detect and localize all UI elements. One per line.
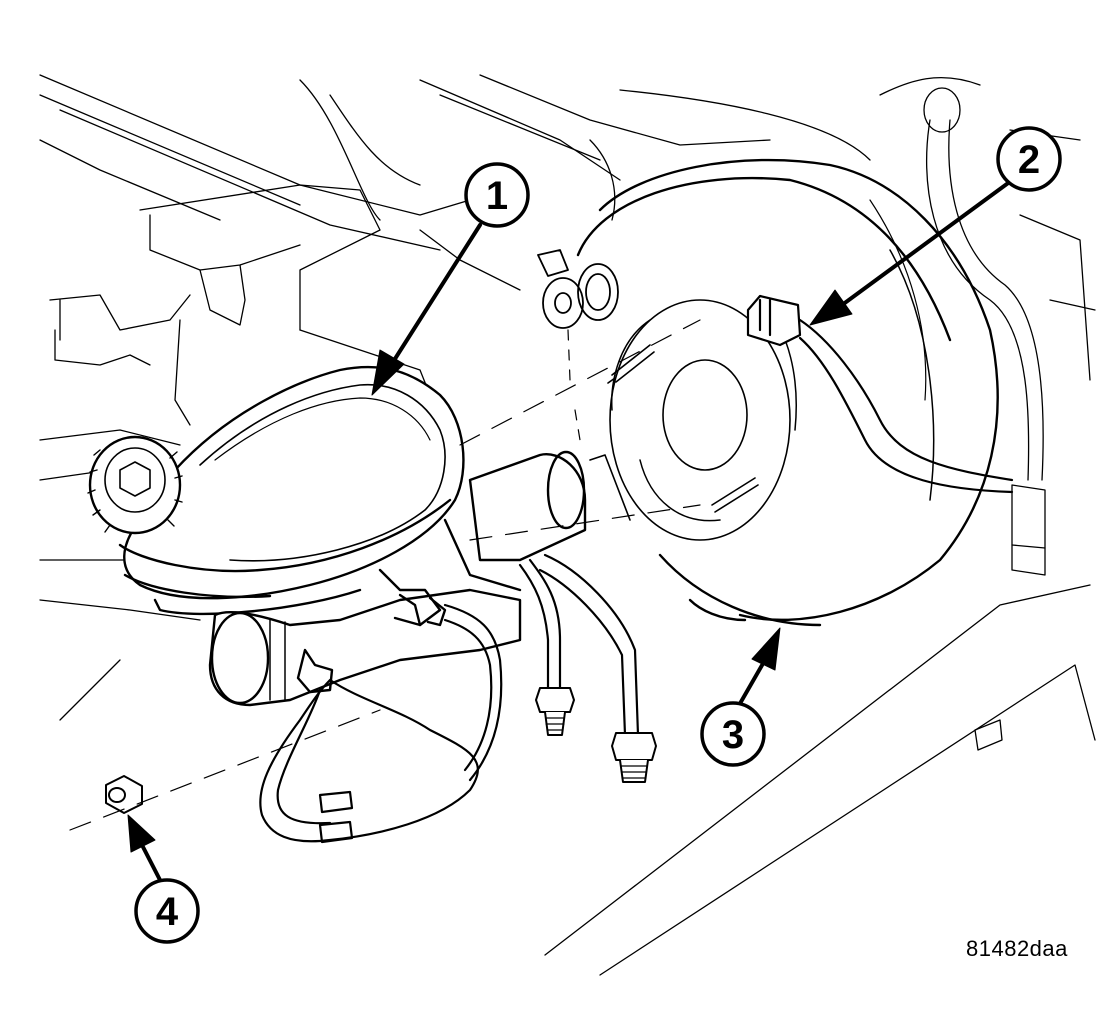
callout-1-label: 1 <box>486 174 508 218</box>
leader-arrow-3 <box>736 658 767 709</box>
leader-arrow-1 <box>391 223 482 364</box>
leader-arrow-3-head <box>751 627 781 671</box>
leader-arrow-2-head <box>809 289 853 326</box>
check-valve <box>537 249 619 329</box>
callout-3-label: 3 <box>722 713 744 757</box>
mounting-nut <box>105 775 143 814</box>
callout-3: 3 <box>700 701 766 767</box>
brake-booster <box>576 158 999 627</box>
booster-mounting-studs <box>589 344 759 521</box>
leader-arrow-1-head <box>371 349 405 396</box>
alignment-lines <box>69 319 701 831</box>
leader-arrows <box>127 176 1017 882</box>
callout-1: 1 <box>464 162 530 228</box>
leader-arrow-4-head <box>127 814 156 853</box>
brake-line-fittings <box>535 687 657 783</box>
brake-lines <box>259 553 640 844</box>
vacuum-sensor-connector <box>746 294 1014 494</box>
leader-arrow-2 <box>840 176 1017 307</box>
figure-id: 81482daa <box>966 936 1068 961</box>
leader-arrow-4 <box>140 843 162 882</box>
master-cylinder <box>87 365 587 707</box>
callout-4-label: 4 <box>156 890 179 934</box>
callout-2-label: 2 <box>1018 138 1040 182</box>
callout-4: 4 <box>134 878 200 944</box>
callout-2: 2 <box>996 126 1062 192</box>
